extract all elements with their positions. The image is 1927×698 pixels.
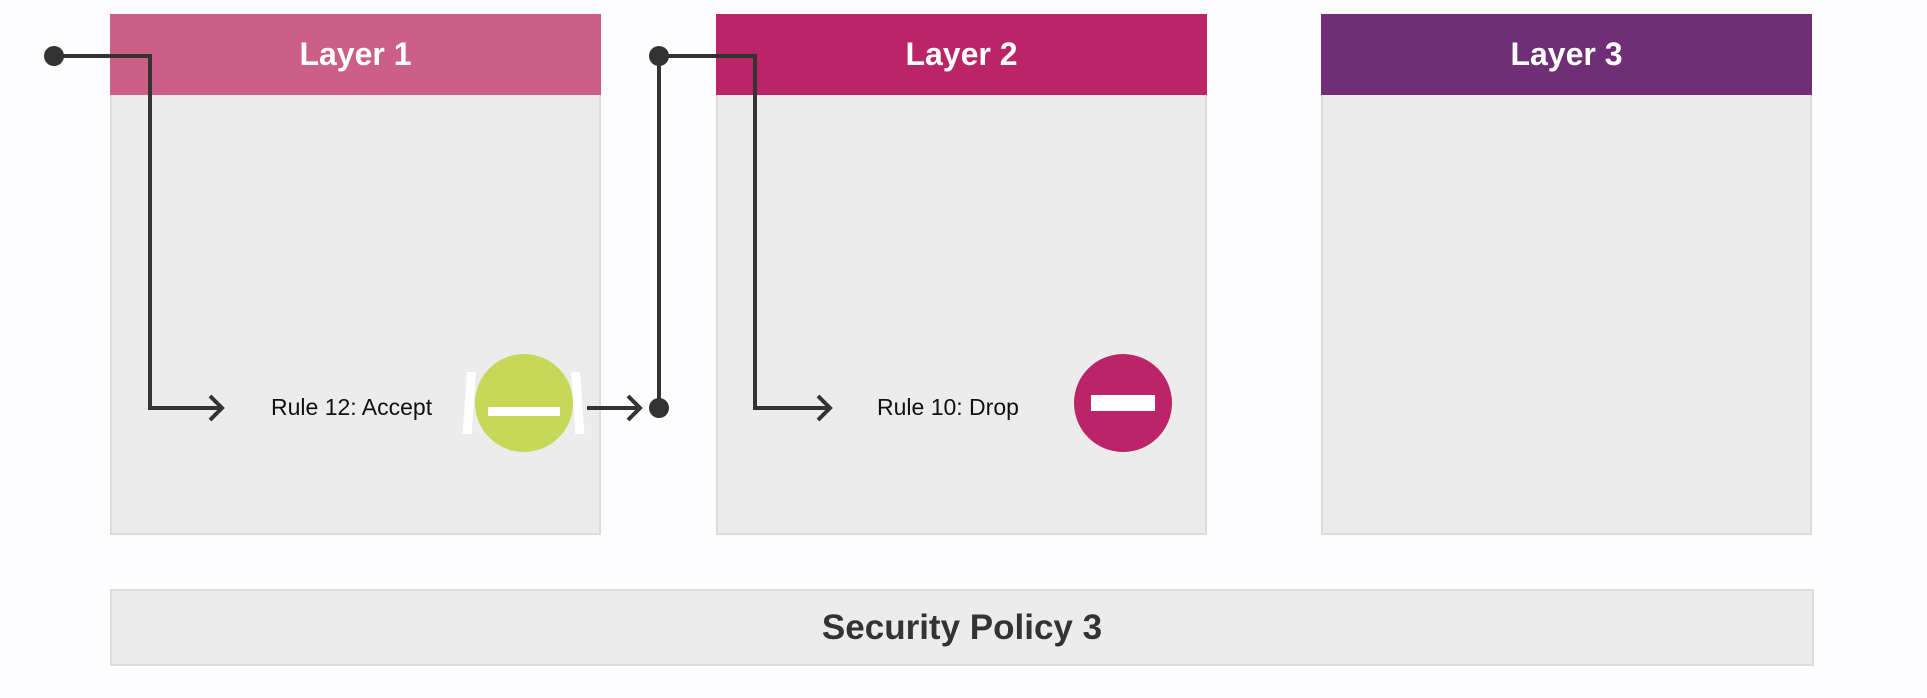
- security-policy-label: Security Policy 3: [821, 607, 1103, 647]
- layer-3-title: Layer 3: [1510, 36, 1623, 72]
- layer-2-header: Layer 2: [716, 14, 1207, 95]
- layer-1-title: Layer 1: [299, 36, 412, 72]
- rule-12-label: Rule 12: Accept: [271, 394, 433, 420]
- security-policy-bar: Security Policy 3: [110, 589, 1814, 666]
- layer-3-panel: Layer 3: [1321, 14, 1812, 535]
- layer-3-header: Layer 3: [1321, 14, 1812, 95]
- rule-10-label: Rule 10: Drop: [877, 394, 1019, 420]
- layer-2-panel: Layer 2: [716, 14, 1207, 535]
- flow-junction-dot-bottom: [649, 398, 669, 418]
- layer-1-header: Layer 1: [110, 14, 601, 95]
- layer-1-panel: Layer 1: [110, 14, 601, 535]
- flow-junction-dot-top: [649, 46, 669, 66]
- flow-start-dot: [44, 46, 64, 66]
- layer-2-title: Layer 2: [905, 36, 1018, 72]
